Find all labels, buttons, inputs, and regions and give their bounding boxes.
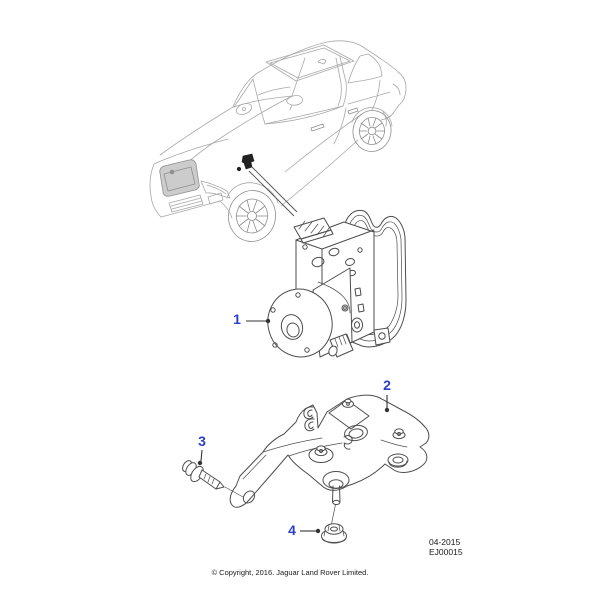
bracket-plate bbox=[229, 394, 430, 508]
callout-4-label[interactable]: 4 bbox=[288, 522, 296, 538]
leader-1-dot bbox=[265, 318, 271, 324]
mounting-stud bbox=[322, 471, 350, 525]
electrical-connector bbox=[293, 217, 334, 244]
bleed-fitting bbox=[328, 333, 354, 358]
front-wheel bbox=[226, 182, 279, 242]
location-leader-lines bbox=[248, 166, 298, 217]
callout-2-label[interactable]: 2 bbox=[383, 377, 391, 393]
car-body-outline bbox=[153, 40, 407, 207]
figure-number: EJ00015 bbox=[429, 546, 463, 557]
headlamp bbox=[200, 180, 231, 199]
steering-wheel bbox=[235, 103, 253, 115]
roof-antenna bbox=[317, 58, 327, 65]
abs-module-drawing bbox=[267, 209, 407, 358]
leader-3-dot bbox=[197, 460, 203, 466]
nut-drawing bbox=[321, 523, 347, 544]
side-mirror bbox=[286, 95, 303, 111]
rear-wheel bbox=[351, 107, 393, 152]
callout-3-label[interactable]: 3 bbox=[198, 433, 206, 449]
leader-2-dot bbox=[384, 407, 390, 413]
isolator-mounts bbox=[308, 398, 409, 468]
bracket-drawing bbox=[229, 394, 430, 525]
pump-motor bbox=[267, 267, 353, 358]
front-bumper bbox=[149, 163, 233, 219]
front-grille bbox=[159, 159, 200, 197]
callout-1-label[interactable]: 1 bbox=[233, 311, 241, 327]
leader-4-dot bbox=[315, 528, 321, 534]
mounting-tab bbox=[373, 327, 391, 346]
grommet-hole bbox=[344, 424, 368, 442]
bolt-drawing bbox=[182, 460, 244, 498]
leader-3 bbox=[200, 449, 203, 462]
module-location-marker bbox=[236, 153, 255, 172]
sunroof bbox=[265, 44, 355, 82]
side-windows bbox=[252, 53, 383, 125]
copyright-notice: © Copyright, 2016. Jaguar Land Rover Lim… bbox=[211, 568, 369, 577]
figure-date-code: 04-2015 bbox=[429, 537, 461, 547]
figure-codes: 04-2015 EJ00015 bbox=[429, 537, 463, 557]
windshield bbox=[233, 57, 306, 108]
callout-leader-lines bbox=[197, 318, 390, 534]
